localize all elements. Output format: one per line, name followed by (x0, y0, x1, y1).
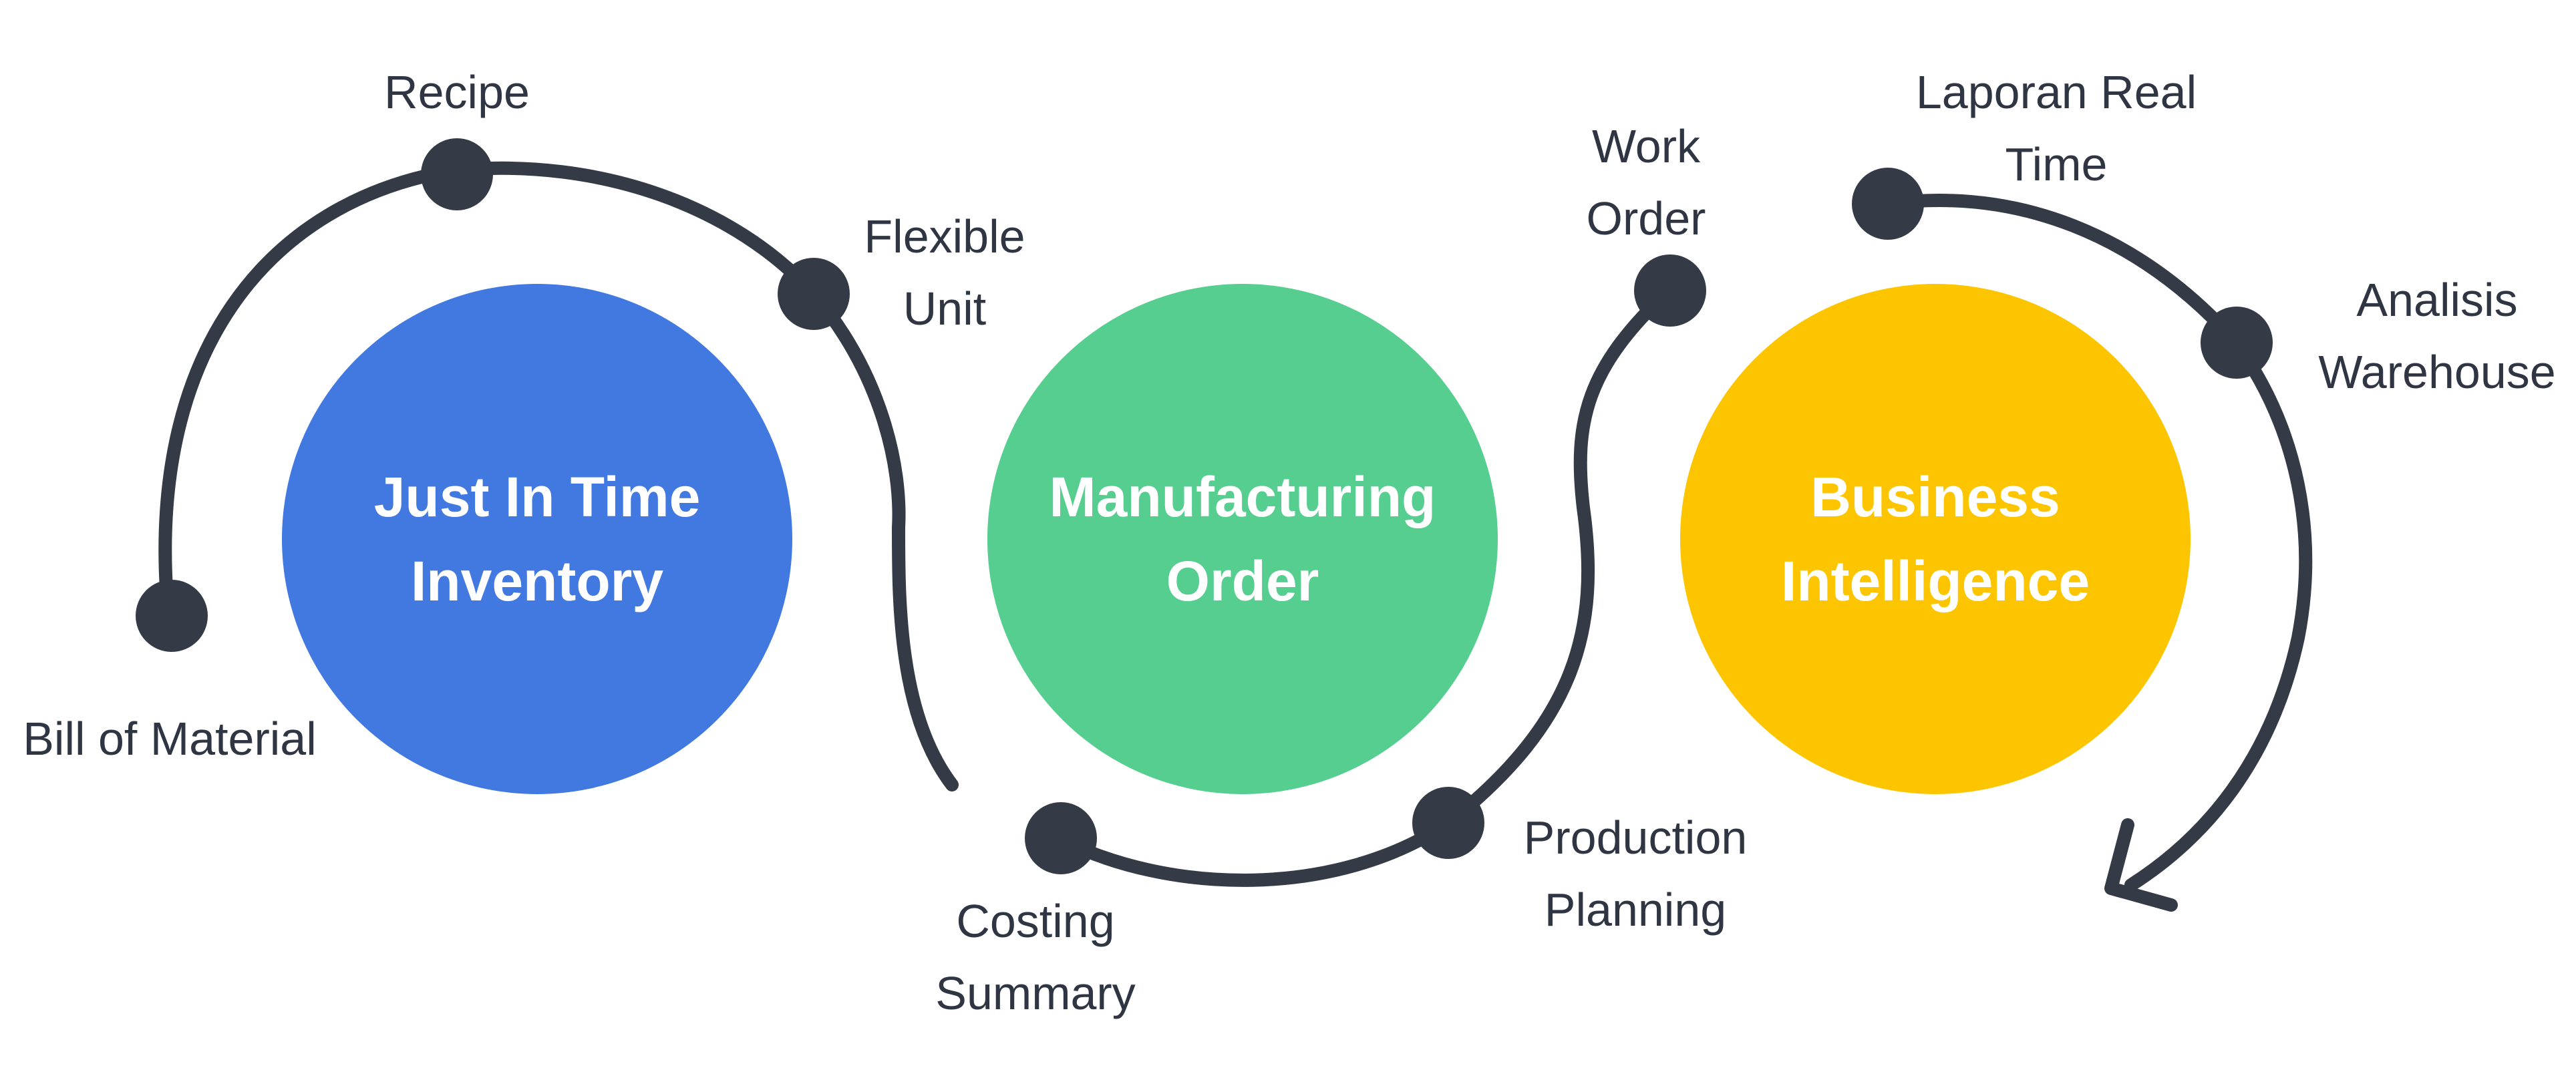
label-work-order: Work Order (1586, 120, 1706, 244)
node-production-planning (1412, 787, 1484, 859)
circle-title-line-2: Order (1166, 550, 1319, 612)
node-costing-summary (1025, 802, 1097, 874)
path-segment-right-arc (1881, 194, 2313, 892)
node-recipe (421, 138, 493, 210)
circle-title-line-1: Business (1810, 466, 2060, 528)
node-analisis-warehouse (2201, 307, 2273, 379)
path-segment-bottom-curve (1052, 816, 1455, 887)
label-bill-of-material: Bill of Material (23, 713, 317, 765)
node-laporan-real-time (1852, 168, 1924, 240)
label-costing-summary: Costing Summary (935, 895, 1136, 1019)
label-flexible-unit: Flexible Unit (864, 210, 1025, 335)
circle-title-line-2: Intelligence (1780, 550, 2090, 612)
label-recipe: Recipe (384, 66, 530, 118)
label-analisis-warehouse: Analisis Warehouse (2318, 274, 2556, 398)
path-segment-left-arc (158, 161, 820, 621)
circle-title-line-2: Inventory (410, 550, 664, 612)
circle-title-line-1: Manufacturing (1049, 466, 1436, 528)
circle-just-in-time-inventory: Just In Time Inventory (282, 284, 792, 794)
node-flexible-unit (778, 258, 850, 330)
label-production-planning: Production Planning (1523, 812, 1748, 936)
circle-manufacturing-order: Manufacturing Order (987, 284, 1498, 794)
node-work-order (1634, 254, 1706, 327)
path-segment-s-curve (807, 287, 959, 791)
circle-business-intelligence: Business Intelligence (1680, 284, 2191, 794)
label-laporan-real-time: Laporan Real Time (1915, 66, 2197, 190)
path-segment-rising-curve (1442, 284, 1675, 830)
arrow-head-icon (2104, 818, 2178, 912)
circle-title-line-1: Just In Time (373, 466, 701, 528)
node-bill-of-material (136, 580, 208, 652)
